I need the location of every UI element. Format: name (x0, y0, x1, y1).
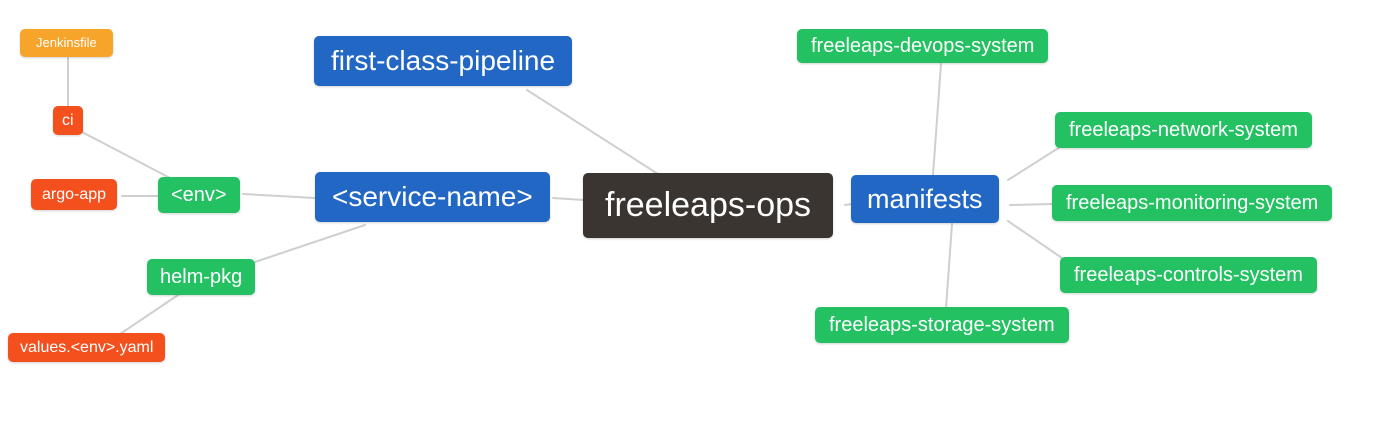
node-jenkinsfile[interactable]: Jenkinsfile (20, 29, 113, 57)
node-freeleaps-controls-system[interactable]: freeleaps-controls-system (1060, 257, 1317, 293)
edge-manifests-storage-system (945, 223, 953, 309)
edge-service-name-freeleaps-ops (552, 197, 585, 201)
edge-pipeline-freeleaps-ops (526, 89, 659, 175)
edge-manifests-devops-system (932, 63, 942, 176)
node-freeleaps-ops-root[interactable]: freeleaps-ops (583, 173, 834, 238)
edge-helm-pkg-values (119, 294, 179, 335)
node-freeleaps-network-system[interactable]: freeleaps-network-system (1055, 112, 1312, 148)
edge-manifests-controls-system (1007, 220, 1063, 259)
edge-service-name-helm-pkg (254, 224, 366, 263)
edge-ci-env (81, 131, 171, 179)
node-freeleaps-monitoring-system[interactable]: freeleaps-monitoring-system (1052, 185, 1333, 221)
node-manifests[interactable]: manifests (851, 175, 999, 224)
node-first-class-pipeline[interactable]: first-class-pipeline (314, 36, 573, 86)
node-helm-pkg[interactable]: helm-pkg (147, 259, 256, 295)
edge-manifests-monitoring-system (1009, 203, 1054, 206)
edge-freeleaps-ops-manifests (844, 203, 853, 206)
node-service-name[interactable]: <service-name> (315, 172, 550, 222)
node-argo-app[interactable]: argo-app (31, 179, 118, 211)
node-env[interactable]: <env> (158, 177, 240, 213)
node-ci[interactable]: ci (53, 106, 83, 136)
edge-manifests-network-system (1007, 146, 1061, 181)
node-values-env-yaml[interactable]: values.<env>.yaml (8, 333, 166, 363)
edge-env-service-name (242, 193, 316, 199)
node-freeleaps-devops-system[interactable]: freeleaps-devops-system (797, 29, 1049, 63)
node-freeleaps-storage-system[interactable]: freeleaps-storage-system (815, 307, 1069, 343)
